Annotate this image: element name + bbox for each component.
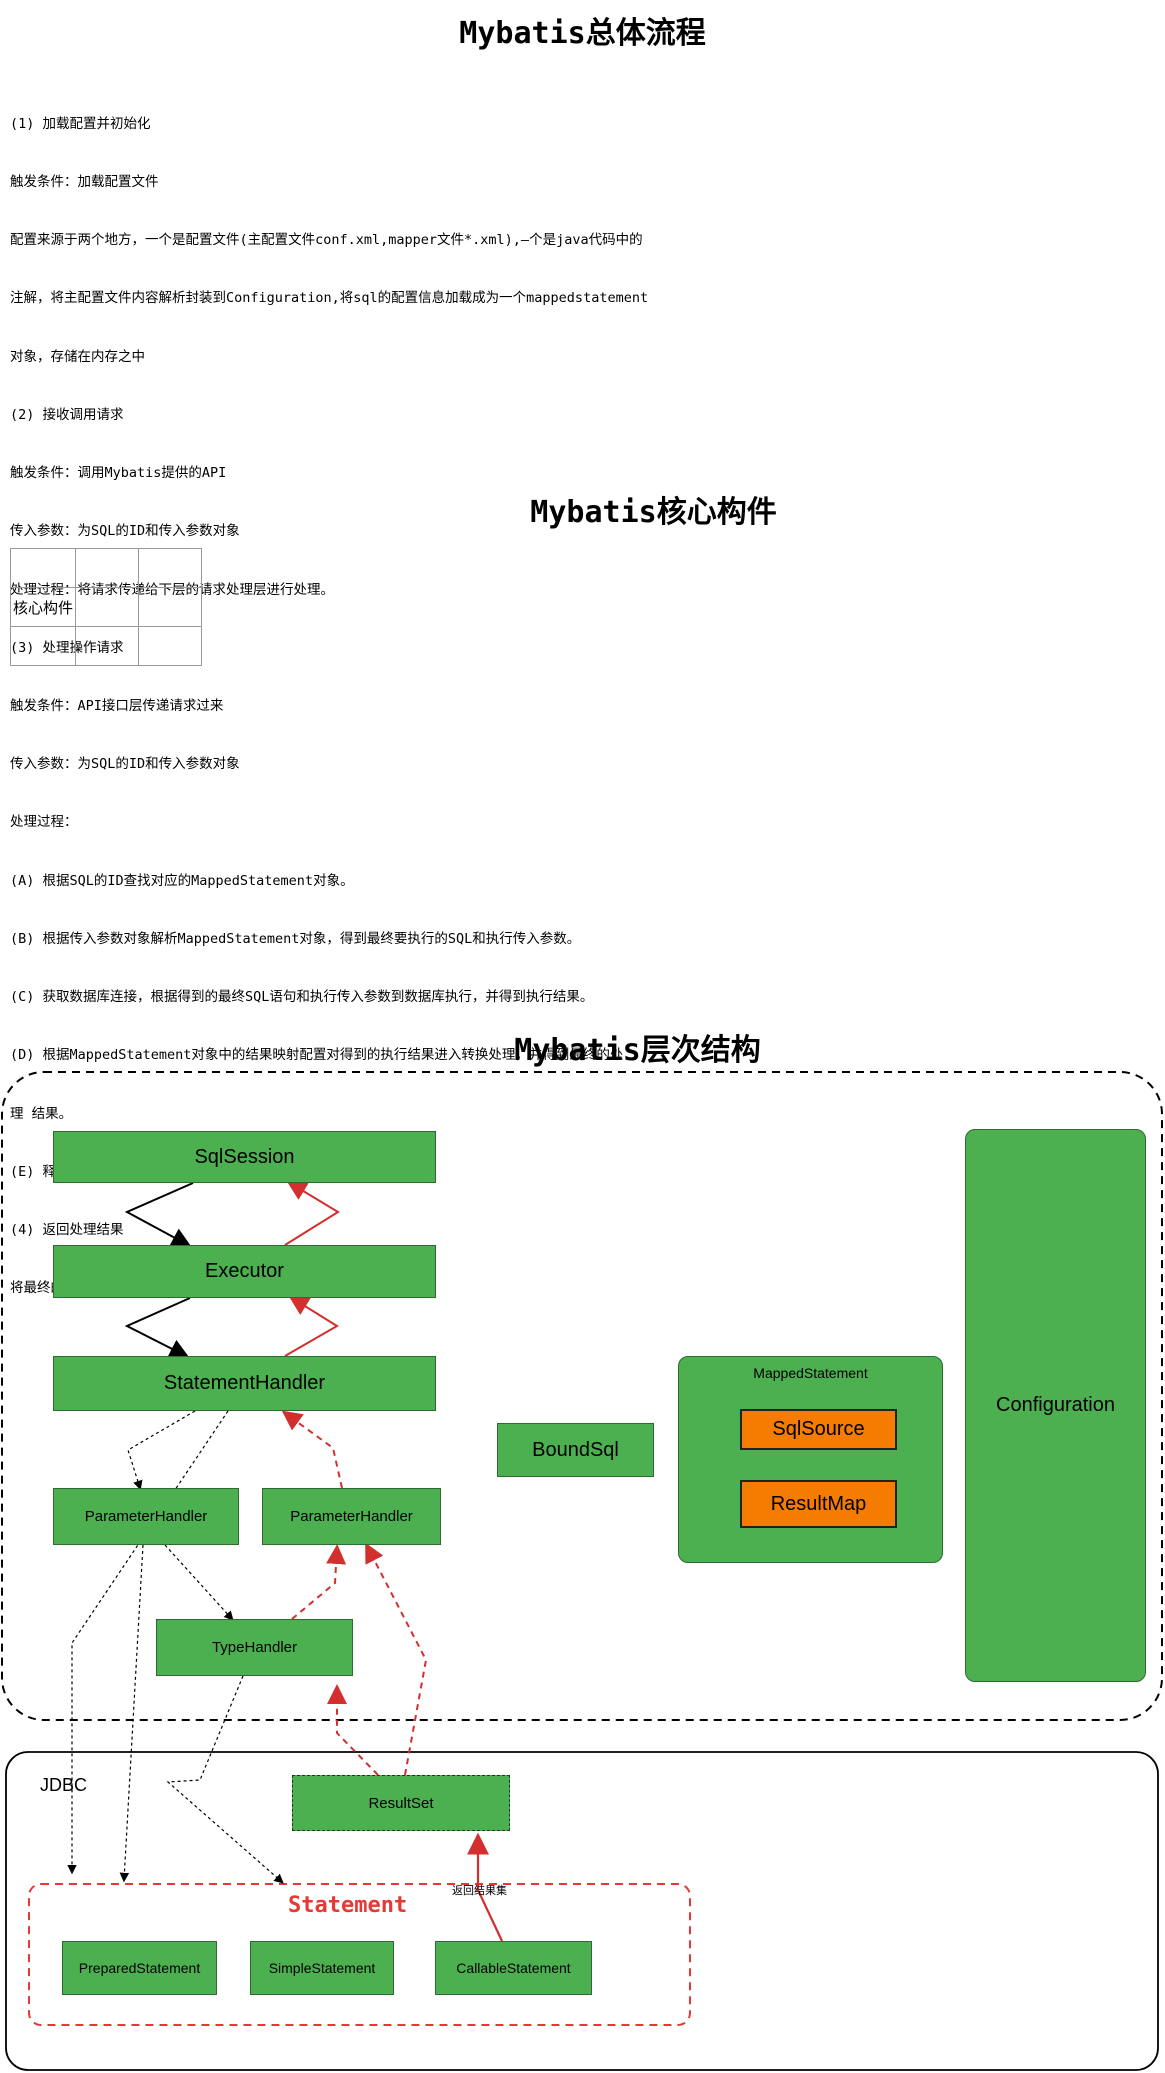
arrow-parameterhandler-statementhandler bbox=[281, 1410, 343, 1489]
statement-handler-box: StatementHandler bbox=[53, 1356, 436, 1411]
arrow-typehandler-parameterhandler bbox=[291, 1544, 347, 1620]
arrow-statementhandler-statement bbox=[67, 1410, 229, 1875]
arrow-resultset-typehandler bbox=[327, 1684, 379, 1776]
arrow-parameterhandler-typehandler bbox=[164, 1544, 234, 1621]
sqlsession-box: SqlSession bbox=[53, 1131, 436, 1183]
jdbc-container bbox=[5, 1751, 1159, 2071]
flow-line: 配置来源于两个地方，一个是配置文件(主配置文件conf.xml,mapper文件… bbox=[10, 232, 643, 249]
table-cell bbox=[75, 626, 140, 666]
arrow-parameterhandler-statement bbox=[119, 1544, 144, 1883]
parameter-handler-left-label: ParameterHandler bbox=[84, 1508, 208, 1525]
flow-line: (B) 根据传入参数对象解析MappedStatement对象，得到最终要执行的… bbox=[10, 930, 581, 947]
flow-title: Mybatis总体流程 bbox=[459, 16, 706, 51]
flow-line: 注解，将主配置文件内容解析封装到Configuration,将sql的配置信息加… bbox=[10, 290, 649, 307]
bound-sql-label: BoundSql bbox=[532, 1438, 619, 1461]
layer-title: Mybatis层次结构 bbox=[514, 1033, 761, 1068]
simple-statement-box: SimpleStatement bbox=[250, 1941, 394, 1995]
statement-container bbox=[28, 1883, 691, 2026]
table-cell-core-label: 核心构件 bbox=[9, 587, 77, 627]
table-cell bbox=[9, 548, 77, 588]
parameter-handler-left-box: ParameterHandler bbox=[53, 1488, 239, 1545]
prepared-statement-label: PreparedStatement bbox=[78, 1960, 201, 1976]
table-cell bbox=[138, 587, 203, 627]
bound-sql-box: BoundSql bbox=[497, 1423, 654, 1477]
statement-handler-label: StatementHandler bbox=[163, 1372, 326, 1394]
flow-line: 传入参数：为SQL的ID和传入参数对象 bbox=[10, 756, 240, 773]
type-handler-label: TypeHandler bbox=[211, 1639, 298, 1656]
sql-source-box: SqlSource bbox=[740, 1409, 897, 1450]
table-cell bbox=[138, 548, 203, 588]
statement-label: Statement bbox=[288, 1893, 408, 1918]
callable-statement-box: CallableStatement bbox=[435, 1941, 592, 1995]
flow-line: 触发条件：API接口层传递请求过来 bbox=[10, 698, 224, 714]
flow-line: 传入参数：为SQL的ID和传入参数对象 bbox=[10, 523, 240, 540]
simple-statement-label: SimpleStatement bbox=[268, 1960, 376, 1976]
flow-line: (2) 接收调用请求 bbox=[10, 406, 124, 423]
configuration-box: Configuration bbox=[965, 1129, 1146, 1682]
flow-line: (4) 返回处理结果 bbox=[10, 1221, 124, 1238]
core-table: 核心构件 bbox=[9, 548, 203, 666]
callable-statement-label: CallableStatement bbox=[456, 1960, 571, 1976]
configuration-label: Configuration bbox=[996, 1394, 1115, 1416]
mybatis-layer-container bbox=[1, 1071, 1163, 1721]
parameter-handler-right-label: ParameterHandler bbox=[290, 1508, 413, 1525]
flow-line: (D) 根据MappedStatement对象中的结果映射配置对得到的执行结果进… bbox=[10, 1047, 624, 1064]
arrow-sqlsession-executor bbox=[124, 1182, 194, 1247]
sql-source-label: SqlSource bbox=[772, 1418, 865, 1440]
table-cell bbox=[9, 626, 77, 666]
result-map-box: ResultMap bbox=[740, 1480, 897, 1528]
result-set-box: ResultSet bbox=[292, 1775, 510, 1831]
flow-line: 触发条件：调用Mybatis提供的API bbox=[10, 465, 227, 482]
arrow-statementhandler-parameterhandler bbox=[127, 1410, 196, 1491]
flow-line: 理 结果。 bbox=[10, 1105, 73, 1122]
sqlsession-label: SqlSession bbox=[194, 1145, 295, 1168]
flow-line: (1) 加载配置并初始化 bbox=[10, 115, 151, 132]
flow-line: 触发条件：加载配置文件 bbox=[10, 174, 159, 191]
arrow-resultset-parameterhandler bbox=[365, 1542, 428, 1776]
flow-line: 对象，存储在内存之中 bbox=[10, 348, 145, 365]
mapped-statement-box: MappedStatement bbox=[678, 1356, 943, 1563]
arrow-callable-resultset bbox=[467, 1832, 503, 1942]
table-cell bbox=[138, 626, 203, 666]
return-result-label: 返回结果集 bbox=[452, 1885, 507, 1897]
jdbc-label: JDBC bbox=[40, 1775, 88, 1795]
table-cell bbox=[75, 587, 140, 627]
prepared-statement-box: PreparedStatement bbox=[62, 1941, 217, 1995]
table-cell bbox=[75, 548, 140, 588]
arrow-typehandler-statement bbox=[166, 1675, 284, 1884]
flow-line: (A) 根据SQL的ID查找对应的MappedStatement对象。 bbox=[10, 872, 354, 889]
arrow-statementhandler-executor bbox=[284, 1295, 339, 1357]
arrow-executor-sqlsession bbox=[284, 1180, 340, 1246]
executor-box: Executor bbox=[53, 1245, 436, 1298]
result-map-label: ResultMap bbox=[770, 1492, 867, 1515]
core-title: Mybatis核心构件 bbox=[530, 495, 777, 530]
flow-line: 处理过程： bbox=[10, 814, 78, 831]
result-set-label: ResultSet bbox=[368, 1794, 434, 1812]
parameter-handler-right-box: ParameterHandler bbox=[262, 1488, 441, 1545]
mapped-statement-label: MappedStatement bbox=[753, 1365, 868, 1381]
executor-label: Executor bbox=[205, 1260, 284, 1282]
type-handler-box: TypeHandler bbox=[156, 1619, 353, 1676]
arrow-executor-statementhandler bbox=[124, 1297, 191, 1358]
flow-line: (C) 获取数据库连接，根据得到的最终SQL语句和执行传入参数到数据库执行，并得… bbox=[10, 989, 594, 1006]
